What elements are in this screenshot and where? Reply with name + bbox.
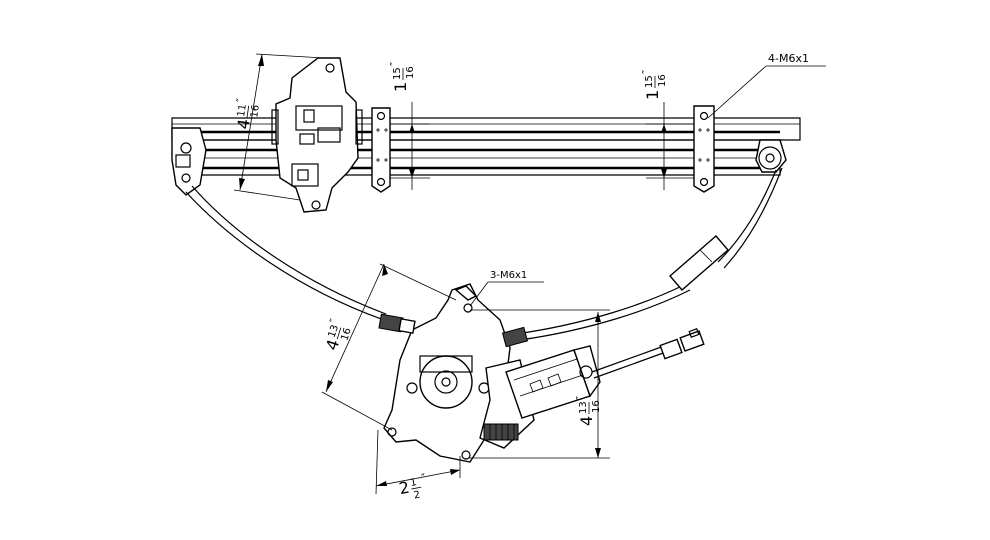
dim-inch: ″	[234, 98, 247, 104]
glass-carrier	[271, 57, 363, 213]
right-pulley	[755, 139, 787, 173]
dim-num: 11	[236, 103, 249, 117]
dim-den: 16	[657, 74, 668, 87]
left-mounting-bracket	[371, 107, 391, 193]
cables	[185, 167, 783, 341]
regulator-motor-assembly	[378, 283, 705, 463]
dimension-slot-left: 1 15 16 ″	[388, 62, 416, 92]
dim-whole: 1	[643, 90, 662, 100]
dim-num: 15	[392, 67, 403, 80]
right-mounting-bracket	[693, 105, 715, 193]
dim-den: 16	[249, 104, 262, 118]
dim-inch: ″	[640, 70, 653, 74]
dimension-rail-height: 4 11 16 ″	[233, 98, 262, 131]
dim-num: 15	[644, 75, 655, 88]
dim-inch: ″	[420, 471, 427, 485]
dim-whole: 4	[577, 416, 596, 426]
dim-whole: 1	[391, 82, 410, 92]
dim-num: 13	[578, 401, 589, 414]
dimension-slot-right: 1 15 16 ″	[640, 70, 668, 100]
dim-den: 16	[339, 327, 353, 343]
rail-screw-callout: 4-M6x1	[768, 52, 809, 65]
left-end-bracket	[171, 127, 207, 196]
dim-num: 1	[409, 477, 417, 489]
dim-inch: ″	[574, 396, 587, 400]
dimension-lines	[233, 53, 826, 495]
regulator-screw-callout: 3-M6x1	[490, 270, 527, 281]
dim-whole: 4	[233, 118, 253, 131]
dim-den: 16	[405, 66, 416, 79]
dimension-motor-width: 2 1 2 ″	[397, 471, 427, 502]
dim-den: 16	[591, 400, 602, 413]
dim-num: 13	[327, 324, 341, 340]
dim-den: 2	[413, 490, 421, 502]
dim-inch: ″	[388, 62, 401, 66]
dim-inch: ″	[327, 317, 341, 325]
dimension-motor-left: 4 13 16 ″	[322, 317, 354, 352]
dim-whole: 2	[397, 478, 411, 499]
dimension-motor-right: 4 13 16 ″	[574, 396, 602, 426]
